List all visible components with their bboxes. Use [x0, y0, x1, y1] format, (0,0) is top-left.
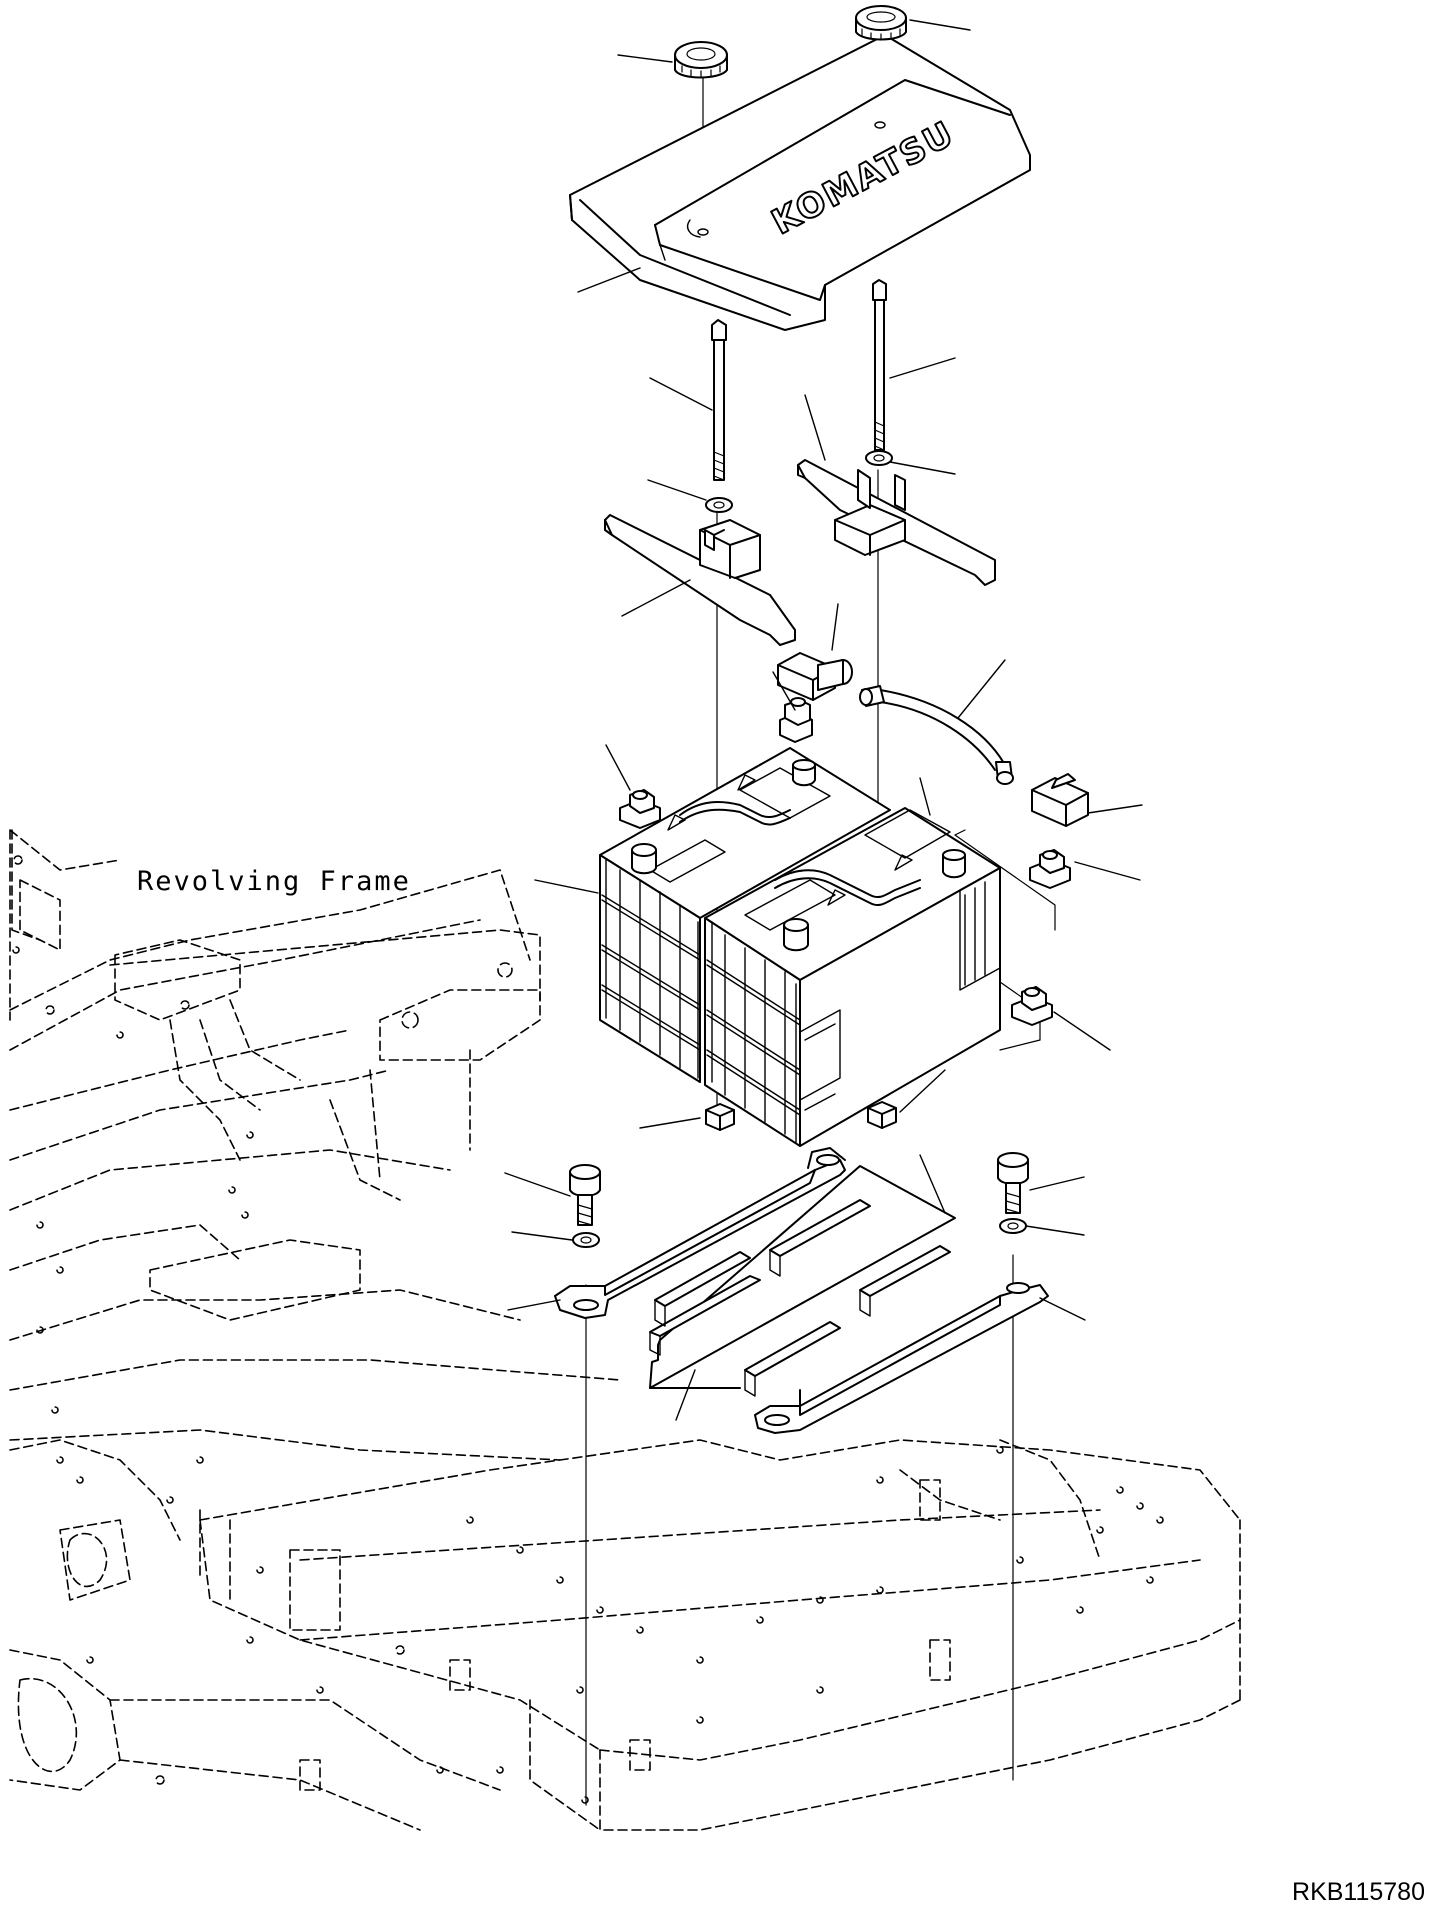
terminal-cover-negative: [1031, 773, 1089, 827]
battery-rear: [599, 747, 891, 1083]
cap-right: [855, 5, 907, 41]
spacer-block-left: [705, 1103, 735, 1131]
terminal-clamp-right: [1029, 849, 1071, 889]
bolt-rod-right: [872, 279, 887, 451]
washer-rod-right: [865, 450, 893, 466]
terminal-clamp-left: [619, 789, 661, 829]
terminal-clamp-lower: [1011, 986, 1053, 1026]
rubber-mat: [649, 1165, 956, 1397]
mounting-bolt-left: [569, 1164, 601, 1226]
washer-tray-right: [999, 1218, 1027, 1234]
spacer-block-right: [867, 1101, 897, 1129]
bolt-rod-left: [711, 319, 727, 481]
revolving-frame: [9, 829, 1241, 1831]
drawing-code: RKB115780: [1292, 1878, 1425, 1906]
battery-front: [704, 807, 1001, 1147]
washer-tray-left: [572, 1232, 600, 1248]
revolving-frame-label: Revolving Frame: [137, 866, 411, 897]
terminal-clamp-upper: [779, 697, 813, 743]
battery-cable: [859, 685, 1014, 785]
tray-bar-lower: [754, 1282, 1049, 1434]
hold-down-bracket-right: [797, 459, 996, 586]
hold-down-bracket-left: [604, 514, 796, 646]
leader-lines: [504, 19, 1143, 1421]
cap-left: [674, 41, 728, 79]
tray-bar-upper: [554, 1147, 846, 1319]
washer-rod-left: [705, 497, 733, 513]
mounting-bolt-right: [997, 1152, 1029, 1214]
battery-cover: KOMATSU: [569, 34, 1031, 331]
terminal-cover-positive: [777, 652, 853, 701]
